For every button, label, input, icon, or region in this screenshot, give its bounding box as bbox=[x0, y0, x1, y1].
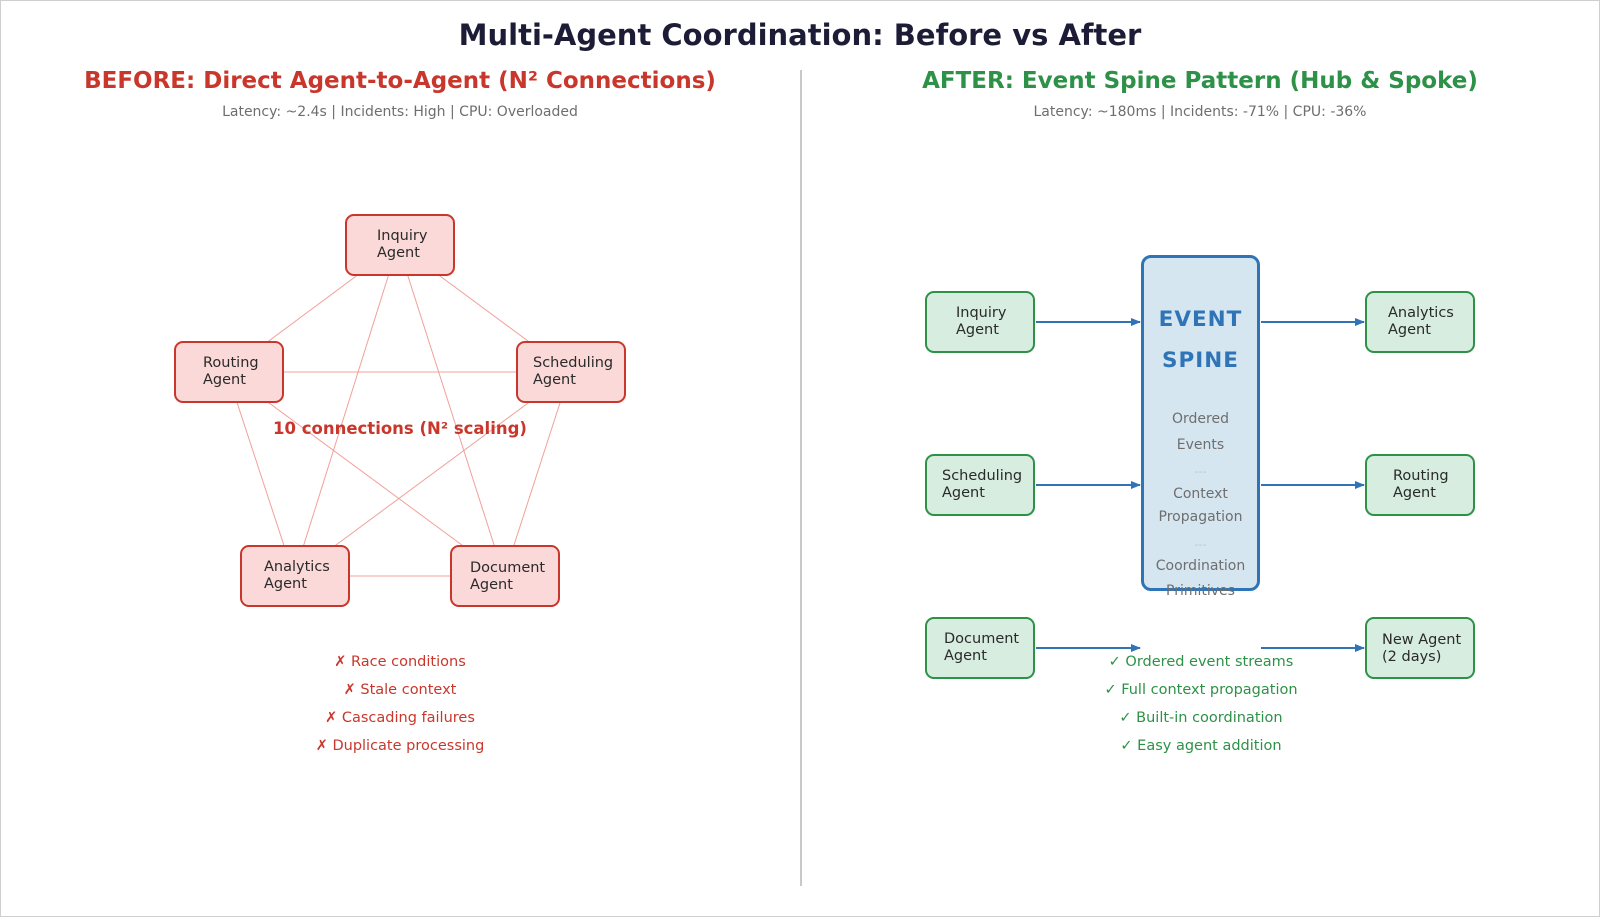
spine-title-line1: EVENT bbox=[1158, 307, 1243, 332]
problem-item: ✗ Race conditions bbox=[334, 654, 466, 670]
benefit-item: ✓ Ordered event streams bbox=[1108, 654, 1294, 670]
panel-divider bbox=[800, 70, 802, 886]
spine-feature: Events bbox=[1176, 437, 1225, 453]
edge-inquiry-analytics bbox=[293, 244, 399, 577]
spine-feature: Ordered bbox=[1172, 411, 1229, 427]
before-metrics: Latency: ~2.4s | Incidents: High | CPU: … bbox=[222, 104, 578, 120]
problem-item: ✗ Cascading failures bbox=[325, 710, 475, 726]
figure-title: Multi-Agent Coordination: Before vs Afte… bbox=[458, 18, 1142, 52]
after-metrics: Latency: ~180ms | Incidents: -71% | CPU:… bbox=[1033, 104, 1367, 120]
edge-routing-document bbox=[226, 371, 505, 577]
edge-routing-analytics bbox=[226, 371, 295, 577]
edge-scheduling-document bbox=[503, 371, 571, 577]
spine-feature: Context bbox=[1173, 486, 1228, 502]
before-problems-list: ✗ Race conditions ✗ Stale context ✗ Casc… bbox=[200, 654, 600, 766]
after-benefits-list: ✓ Ordered event streams ✓ Full context p… bbox=[1001, 654, 1401, 766]
spine-separator: --- bbox=[1194, 538, 1207, 551]
after-heading: AFTER: Event Spine Pattern (Hub & Spoke) bbox=[922, 68, 1478, 94]
spine-feature: Coordination bbox=[1155, 558, 1246, 574]
edge-inquiry-document bbox=[397, 244, 505, 577]
before-heading: BEFORE: Direct Agent-to-Agent (N² Connec… bbox=[84, 68, 716, 94]
spine-feature: Primitives bbox=[1166, 583, 1235, 599]
edge-scheduling-analytics bbox=[293, 371, 571, 577]
spine-feature: Propagation bbox=[1158, 509, 1243, 525]
spine-separator: --- bbox=[1194, 465, 1207, 478]
benefit-item: ✓ Easy agent addition bbox=[1120, 738, 1282, 754]
spine-title-line2: SPINE bbox=[1162, 348, 1239, 373]
benefit-item: ✓ Built-in coordination bbox=[1119, 710, 1283, 726]
problem-item: ✗ Duplicate processing bbox=[315, 738, 485, 754]
problem-item: ✗ Stale context bbox=[343, 682, 457, 698]
after-new-agent: New Agent(2 days) bbox=[1365, 617, 1475, 679]
event-spine-box bbox=[1141, 255, 1260, 591]
benefit-item: ✓ Full context propagation bbox=[1104, 682, 1298, 698]
connections-count-label: 10 connections (N² scaling) bbox=[273, 419, 527, 438]
